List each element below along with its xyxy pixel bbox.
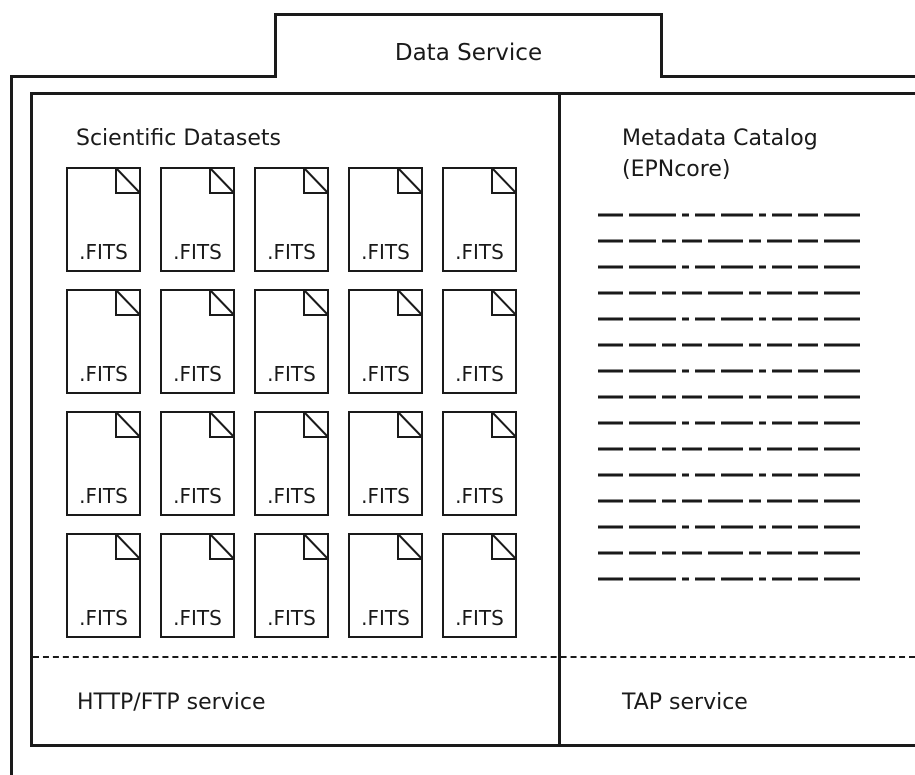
fits-file-icon: .FITS bbox=[254, 533, 329, 638]
fits-file-icon: .FITS bbox=[348, 411, 423, 516]
fits-file-icon: .FITS bbox=[348, 167, 423, 272]
fits-file-label: .FITS bbox=[173, 240, 222, 264]
fits-file-label: .FITS bbox=[455, 362, 504, 386]
metadata-catalog-heading: Metadata Catalog bbox=[622, 126, 818, 151]
fits-file-icon: .FITS bbox=[160, 411, 235, 516]
fits-file-icon: .FITS bbox=[66, 289, 141, 394]
fits-file-label: .FITS bbox=[455, 240, 504, 264]
fits-file-label: .FITS bbox=[267, 362, 316, 386]
fits-file-icon: .FITS bbox=[348, 533, 423, 638]
http-ftp-service-label: HTTP/FTP service bbox=[77, 690, 266, 715]
fits-file-icon: .FITS bbox=[254, 167, 329, 272]
fits-file-label: .FITS bbox=[267, 240, 316, 264]
fits-file-label: .FITS bbox=[267, 606, 316, 630]
fits-file-icon: .FITS bbox=[66, 411, 141, 516]
scientific-datasets-heading: Scientific Datasets bbox=[76, 126, 281, 151]
panel-divider bbox=[558, 92, 561, 747]
fits-file-label: .FITS bbox=[455, 484, 504, 508]
fits-file-label: .FITS bbox=[79, 484, 128, 508]
fits-file-label: .FITS bbox=[361, 606, 410, 630]
fits-file-label: .FITS bbox=[361, 362, 410, 386]
fits-file-icon: .FITS bbox=[442, 411, 517, 516]
metadata-lines bbox=[598, 213, 860, 581]
fits-file-icon: .FITS bbox=[160, 289, 235, 394]
fits-file-label: .FITS bbox=[173, 606, 222, 630]
inner-box bbox=[30, 92, 915, 747]
fits-file-label: .FITS bbox=[79, 606, 128, 630]
fits-file-icon: .FITS bbox=[66, 533, 141, 638]
fits-file-label: .FITS bbox=[173, 484, 222, 508]
fits-file-icon: .FITS bbox=[66, 167, 141, 272]
fits-file-label: .FITS bbox=[79, 362, 128, 386]
data-service-title: Data Service bbox=[394, 40, 543, 66]
fits-file-icon: .FITS bbox=[442, 289, 517, 394]
fits-file-label: .FITS bbox=[267, 484, 316, 508]
fits-file-icon: .FITS bbox=[254, 411, 329, 516]
fits-file-label: .FITS bbox=[79, 240, 128, 264]
fits-file-label: .FITS bbox=[455, 606, 504, 630]
fits-file-icon: .FITS bbox=[348, 289, 423, 394]
folder-tab bbox=[274, 13, 663, 78]
service-dashed-divider bbox=[33, 656, 915, 658]
fits-file-icon: .FITS bbox=[442, 533, 517, 638]
fits-file-label: .FITS bbox=[361, 240, 410, 264]
fits-file-icon: .FITS bbox=[160, 533, 235, 638]
fits-file-icon: .FITS bbox=[160, 167, 235, 272]
fits-file-icon: .FITS bbox=[254, 289, 329, 394]
epncore-heading: (EPNcore) bbox=[622, 157, 731, 182]
tap-service-label: TAP service bbox=[622, 690, 748, 715]
fits-file-label: .FITS bbox=[361, 484, 410, 508]
fits-file-label: .FITS bbox=[173, 362, 222, 386]
fits-file-icon: .FITS bbox=[442, 167, 517, 272]
